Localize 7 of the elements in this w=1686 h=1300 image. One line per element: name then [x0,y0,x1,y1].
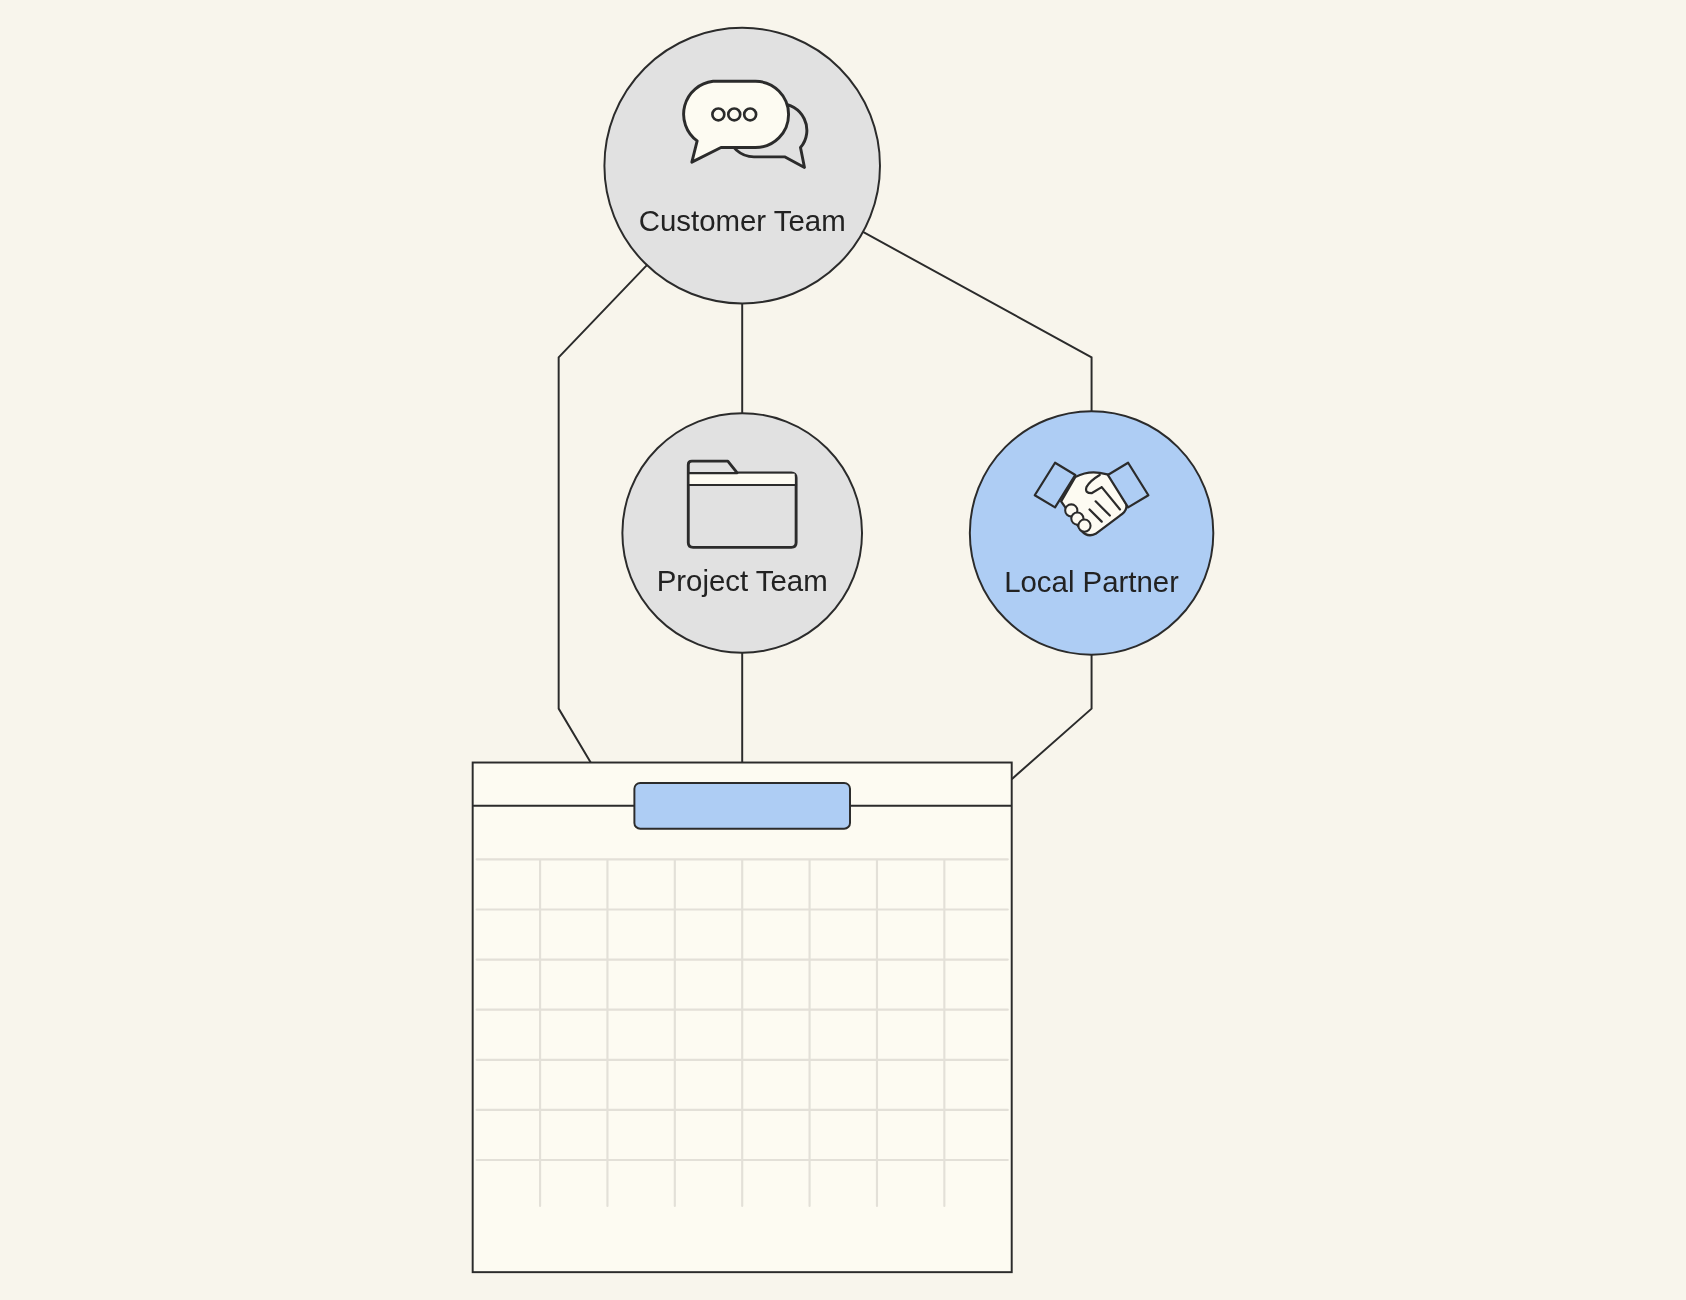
connector [862,230,1093,413]
connector [557,264,648,764]
connector [741,302,744,415]
node-circle: Project Team [621,412,863,654]
node-circle: Local Partner [968,410,1215,656]
connector [741,651,744,764]
node-circle: Customer Team [603,26,881,305]
